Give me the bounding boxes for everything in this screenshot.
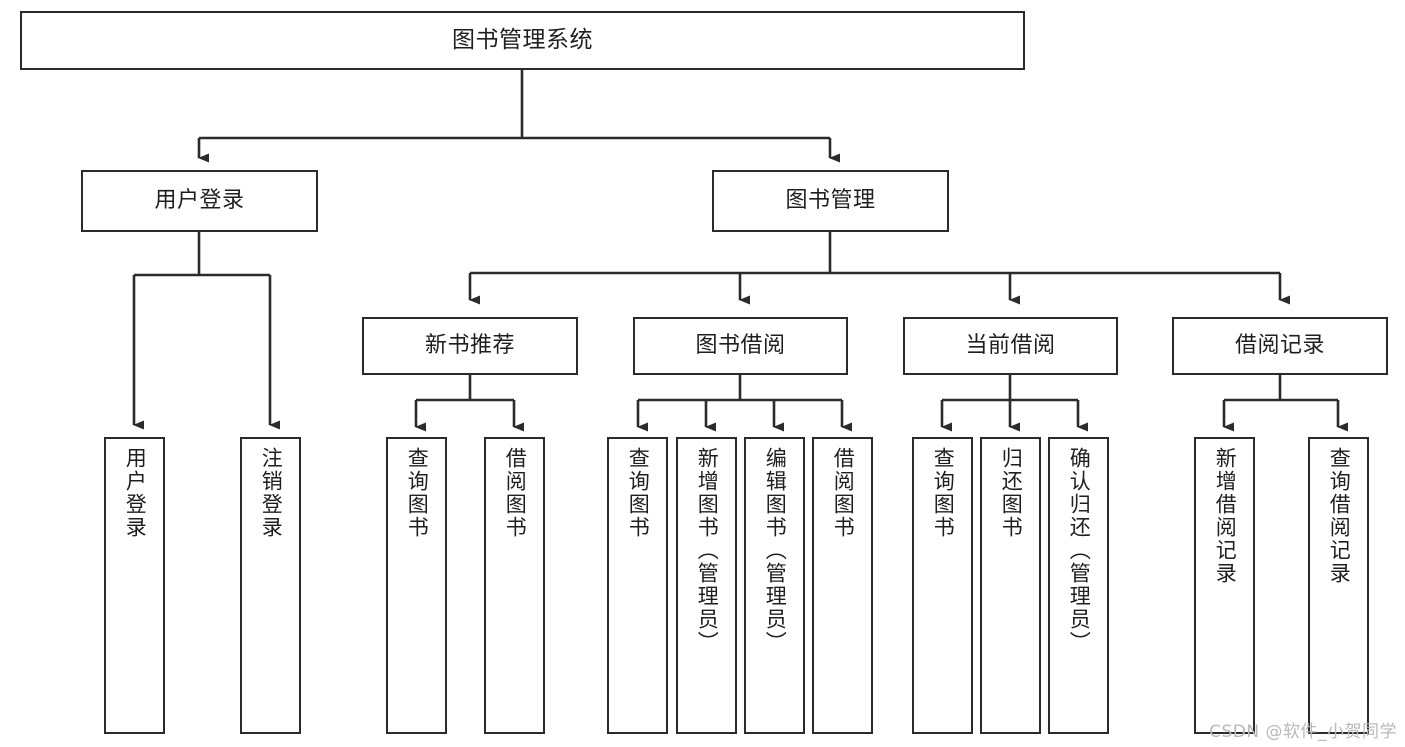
node-label: 图书管理 (785, 187, 876, 213)
leaf-current-confirm-return-admin[interactable]: 确认归还（管理员） (1048, 437, 1109, 734)
leaf-borrow-edit-book-admin[interactable]: 编辑图书（管理员） (744, 437, 805, 734)
node-label: 当前借阅 (965, 332, 1056, 358)
leaf-record-add[interactable]: 新增借阅记录 (1194, 437, 1255, 734)
node-label: 借阅记录 (1234, 332, 1325, 358)
leaf-user-login-signin[interactable]: 用户登录 (104, 437, 165, 734)
node-label: 新书推荐 (424, 332, 515, 358)
node-user-login[interactable]: 用户登录 (81, 170, 318, 232)
node-label: 查询图书 (626, 447, 651, 539)
leaf-borrow-query-book[interactable]: 查询图书 (607, 437, 668, 734)
node-label: 编辑图书（管理员） (763, 447, 788, 654)
node-label: 查询图书 (405, 447, 430, 539)
csdn-watermark: CSDN @软件_小贺同学 (1209, 722, 1397, 742)
node-label: 图书借阅 (695, 332, 786, 358)
node-label: 归还图书 (999, 447, 1024, 539)
node-new-book-recommend[interactable]: 新书推荐 (362, 317, 578, 375)
leaf-borrow-borrow-book[interactable]: 借阅图书 (812, 437, 873, 734)
leaf-borrow-add-book-admin[interactable]: 新增图书（管理员） (676, 437, 737, 734)
node-book-borrow[interactable]: 图书借阅 (633, 317, 848, 375)
node-label: 查询借阅记录 (1327, 447, 1352, 585)
node-label: 新增图书（管理员） (695, 447, 720, 654)
leaf-new-book-query[interactable]: 查询图书 (386, 437, 447, 734)
leaf-current-query-book[interactable]: 查询图书 (912, 437, 973, 734)
node-label: 图书管理系统 (452, 26, 593, 53)
node-root-system[interactable]: 图书管理系统 (20, 11, 1025, 70)
leaf-record-query[interactable]: 查询借阅记录 (1308, 437, 1369, 734)
leaf-new-book-borrow[interactable]: 借阅图书 (484, 437, 545, 734)
node-borrow-record[interactable]: 借阅记录 (1172, 317, 1388, 375)
node-label: 注销登录 (259, 447, 284, 539)
node-label: 用户登录 (154, 187, 245, 213)
node-label: 确认归还（管理员） (1067, 447, 1092, 654)
node-label: 查询图书 (931, 447, 956, 539)
node-label: 借阅图书 (503, 447, 528, 539)
node-book-management[interactable]: 图书管理 (712, 170, 949, 232)
node-label: 借阅图书 (831, 447, 856, 539)
node-current-borrow[interactable]: 当前借阅 (903, 317, 1118, 375)
node-label: 用户登录 (123, 447, 148, 539)
leaf-user-login-signout[interactable]: 注销登录 (240, 437, 301, 734)
leaf-current-return-book[interactable]: 归还图书 (980, 437, 1041, 734)
node-label: 新增借阅记录 (1213, 447, 1238, 585)
